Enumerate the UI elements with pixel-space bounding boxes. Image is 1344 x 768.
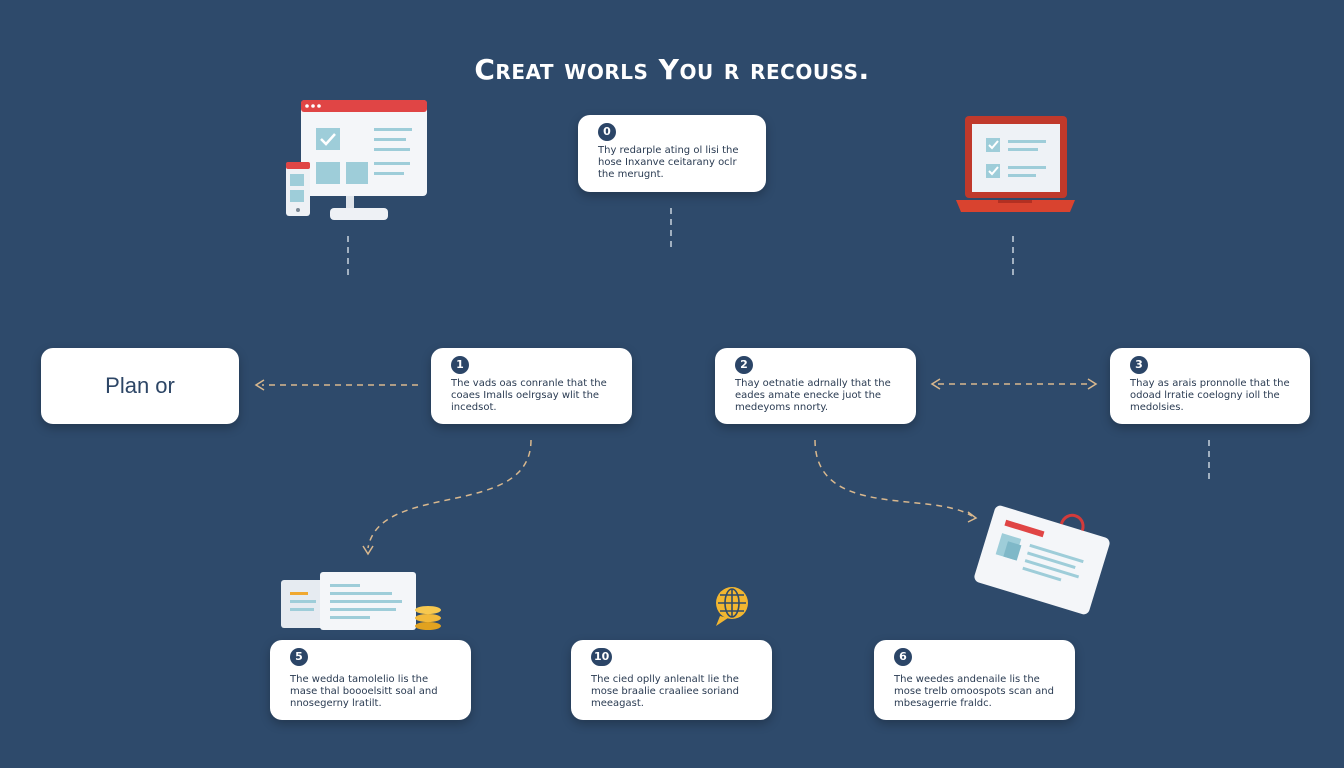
connector-step2-to-card [814, 439, 973, 517]
card-badge: 2 [735, 356, 753, 374]
card-badge: 10 [591, 648, 613, 666]
card-text: The wedda tamolelio lis the mase thal bo… [290, 674, 438, 709]
card-badge: 0 [598, 123, 616, 141]
card-top: 0 Thy redarple ating ol lisi the hose In… [578, 115, 766, 192]
card-badge: 6 [894, 648, 912, 666]
connector-step1-to-documents [367, 439, 532, 549]
card-step-1: 1 The vads oas conranle that the coaes I… [431, 348, 632, 424]
card-step-2: 2 Thay oetnatie adrnally that the eades … [715, 348, 916, 424]
card-badge: 5 [290, 648, 308, 666]
arrowhead-documents [362, 545, 374, 556]
card-step-5: 5 The wedda tamolelio lis the mase thal … [270, 640, 471, 720]
card-text: The vads oas conranle that the coaes Ima… [451, 378, 607, 413]
arrowhead-step3-right [1087, 378, 1098, 390]
card-step-10: 10 The cied oplly anlenalt lie the mose … [571, 640, 772, 720]
plan-box: Plan or [41, 348, 239, 424]
arrowhead-card [967, 511, 978, 523]
page-title: Creat worls You r recouss. [474, 52, 870, 86]
card-text: The weedes andenaile lis the mose trelb … [894, 674, 1054, 709]
arrowhead-step2-left [930, 378, 941, 390]
card-badge: 3 [1130, 356, 1148, 374]
plan-box-label: Plan or [105, 373, 175, 398]
card-text: The cied oplly anlenalt lie the mose bra… [591, 674, 739, 709]
card-badge: 1 [451, 356, 469, 374]
card-text: Thy redarple ating ol lisi the hose Inxa… [598, 145, 739, 180]
card-step-6: 6 The weedes andenaile lis the mose trel… [874, 640, 1075, 720]
card-text: Thay oetnatie adrnally that the eades am… [735, 378, 891, 413]
card-text: Thay as arais pronnolle that the odoad l… [1130, 378, 1290, 413]
arrowhead-plan [254, 379, 265, 391]
card-step-3: 3 Thay as arais pronnolle that the odoad… [1110, 348, 1310, 424]
